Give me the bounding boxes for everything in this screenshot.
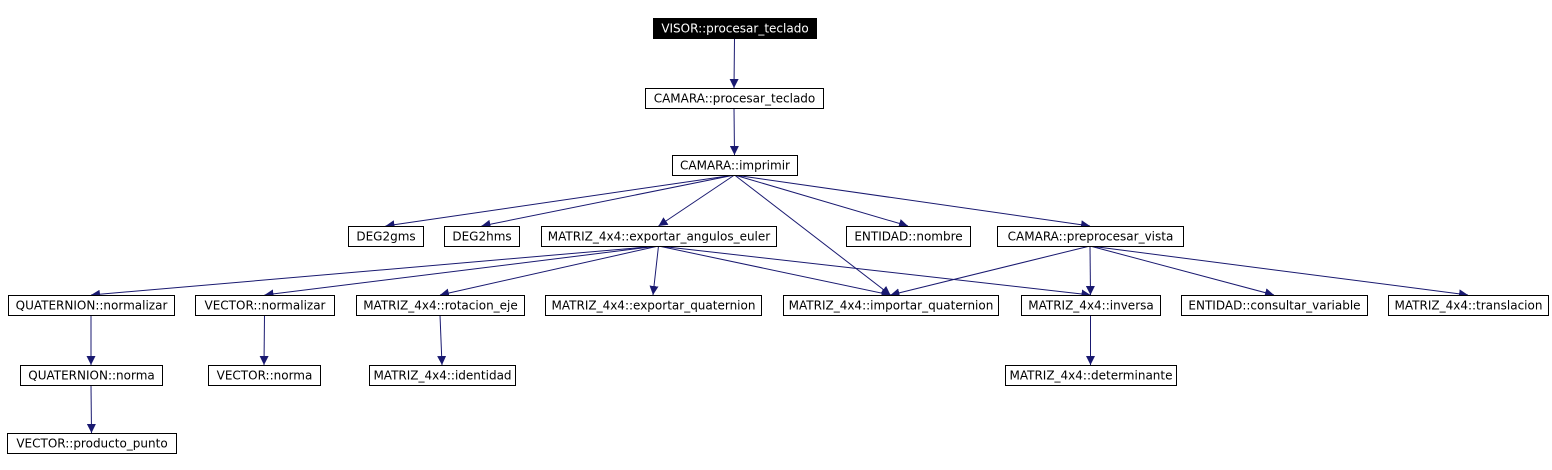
edge-matriz_exportar_angulos_euler-to-vector_normalizar — [264, 245, 659, 299]
edge-camara_imprimir-to-matriz_importar_quaternion — [734, 174, 891, 296]
node-label: QUATERNION::norma — [28, 369, 155, 383]
node-quaternion-normalizar[interactable]: QUATERNION::normalizar — [8, 295, 175, 316]
edge-camara_imprimir-to-entidad_nombre — [734, 174, 909, 228]
node-quaternion-norma[interactable]: QUATERNION::norma — [20, 365, 163, 386]
node-label: MATRIZ_4x4::exportar_angulos_euler — [548, 230, 770, 244]
node-label: DEG2gms — [356, 230, 415, 244]
edge-camara_preprocesar_vista-to-entidad_consultar_variable — [1089, 245, 1275, 298]
node-label: MATRIZ_4x4::identidad — [373, 369, 511, 383]
node-matriz-importar-quaternion[interactable]: MATRIZ_4x4::importar_quaternion — [783, 295, 999, 316]
node-deg2gms[interactable]: DEG2gms — [348, 226, 424, 247]
node-entidad-nombre[interactable]: ENTIDAD::nombre — [846, 226, 971, 247]
node-label: MATRIZ_4x4::determinante — [1009, 369, 1172, 383]
node-label: MATRIZ_4x4::rotacion_eje — [363, 299, 518, 313]
edge-matriz_exportar_angulos_euler-to-matriz_rotacion_eje — [439, 245, 659, 298]
edge-camara_procesar_teclado-to-camara_imprimir — [729, 107, 739, 156]
node-box — [672, 155, 798, 176]
node-label: CAMARA::imprimir — [680, 159, 790, 173]
node-label: MATRIZ_4x4::exportar_quaternion — [552, 299, 756, 313]
edge-matriz_exportar_angulos_euler-to-quaternion_normalizar — [90, 245, 659, 299]
edge-camara_preprocesar_vista-to-matriz_importar_quaternion — [890, 245, 1091, 298]
node-box — [541, 226, 777, 247]
node-label: VISOR::procesar_teclado — [661, 22, 808, 36]
node-vector-norma[interactable]: VECTOR::norma — [208, 365, 321, 386]
edge-matriz_exportar_angulos_euler-to-matriz_exportar_quaternion — [649, 245, 659, 296]
node-label: VECTOR::producto_punto — [16, 437, 167, 451]
node-camara-preprocesar-vista[interactable]: CAMARA::preprocesar_vista — [997, 226, 1184, 247]
node-matriz-exportar-angulos-euler[interactable]: MATRIZ_4x4::exportar_angulos_euler — [541, 226, 777, 247]
edge-matriz_exportar_angulos_euler-to-matriz_inversa — [658, 245, 1091, 299]
node-label: ENTIDAD::nombre — [854, 230, 962, 244]
node-matriz-identidad[interactable]: MATRIZ_4x4::identidad — [369, 365, 516, 386]
node-vector-normalizar[interactable]: VECTOR::normalizar — [195, 295, 335, 316]
edge-vector_normalizar-to-vector_norma — [259, 314, 269, 366]
edge-quaternion_norma-to-vector_producto_punto — [86, 384, 96, 434]
edge-camara_preprocesar_vista-to-matriz_translacion — [1089, 245, 1469, 299]
nodes-layer: VISOR::procesar_tecladoCAMARA::procesar_… — [7, 18, 1549, 454]
edge-matriz_exportar_angulos_euler-to-matriz_importar_quaternion — [658, 245, 891, 298]
node-matriz-exportar-quaternion[interactable]: MATRIZ_4x4::exportar_quaternion — [545, 295, 762, 316]
node-box — [208, 365, 321, 386]
edge-matriz_rotacion_eje-to-matriz_identidad — [437, 314, 447, 366]
node-label: VECTOR::normalizar — [205, 299, 326, 313]
node-label: ENTIDAD::consultar_variable — [1188, 299, 1360, 313]
edge-camara_imprimir-to-matriz_exportar_angulos_euler — [658, 174, 735, 227]
node-box — [783, 295, 999, 316]
node-box — [545, 295, 762, 316]
node-label: MATRIZ_4x4::importar_quaternion — [789, 299, 994, 313]
node-matriz-translacion[interactable]: MATRIZ_4x4::translacion — [1388, 295, 1549, 316]
node-label: CAMARA::preprocesar_vista — [1008, 230, 1174, 244]
node-box — [7, 433, 177, 454]
node-box — [348, 226, 424, 247]
edge-camara_imprimir-to-deg2hms — [481, 174, 735, 229]
node-box — [1021, 295, 1161, 316]
node-vector-producto-punto[interactable]: VECTOR::producto_punto — [7, 433, 177, 454]
node-box — [1388, 295, 1549, 316]
node-label: DEG2hms — [452, 230, 511, 244]
node-camara-procesar-teclado[interactable]: CAMARA::procesar_teclado — [645, 88, 824, 109]
node-box — [1181, 295, 1368, 316]
node-camara-imprimir[interactable]: CAMARA::imprimir — [672, 155, 798, 176]
node-box — [1005, 365, 1177, 386]
node-box — [444, 226, 520, 247]
node-box — [20, 365, 163, 386]
edge-camara_preprocesar_vista-to-matriz_inversa — [1085, 245, 1095, 296]
node-box — [356, 295, 525, 316]
node-visor-procesar-teclado[interactable]: VISOR::procesar_teclado — [653, 18, 817, 39]
node-matriz-inversa[interactable]: MATRIZ_4x4::inversa — [1021, 295, 1161, 316]
node-matriz-determinante[interactable]: MATRIZ_4x4::determinante — [1005, 365, 1177, 386]
edge-visor_procesar_teclado-to-camara_procesar_teclado — [729, 37, 739, 89]
node-deg2hms[interactable]: DEG2hms — [444, 226, 520, 247]
edge-camara_imprimir-to-camara_preprocesar_vista — [734, 174, 1091, 230]
node-label: CAMARA::procesar_teclado — [654, 92, 816, 106]
node-entidad-consultar-variable[interactable]: ENTIDAD::consultar_variable — [1181, 295, 1368, 316]
node-box — [8, 295, 175, 316]
node-box — [369, 365, 516, 386]
node-label: QUATERNION::normalizar — [16, 299, 168, 313]
edges-layer — [86, 37, 1469, 434]
edge-camara_imprimir-to-deg2gms — [385, 174, 735, 230]
node-box — [846, 226, 971, 247]
node-box — [645, 88, 824, 109]
node-box — [997, 226, 1184, 247]
node-box — [653, 18, 817, 39]
node-label: MATRIZ_4x4::inversa — [1028, 299, 1153, 313]
node-label: VECTOR::norma — [217, 369, 313, 383]
node-matriz-rotacion-eje[interactable]: MATRIZ_4x4::rotacion_eje — [356, 295, 525, 316]
node-label: MATRIZ_4x4::translacion — [1395, 299, 1543, 313]
node-box — [195, 295, 335, 316]
